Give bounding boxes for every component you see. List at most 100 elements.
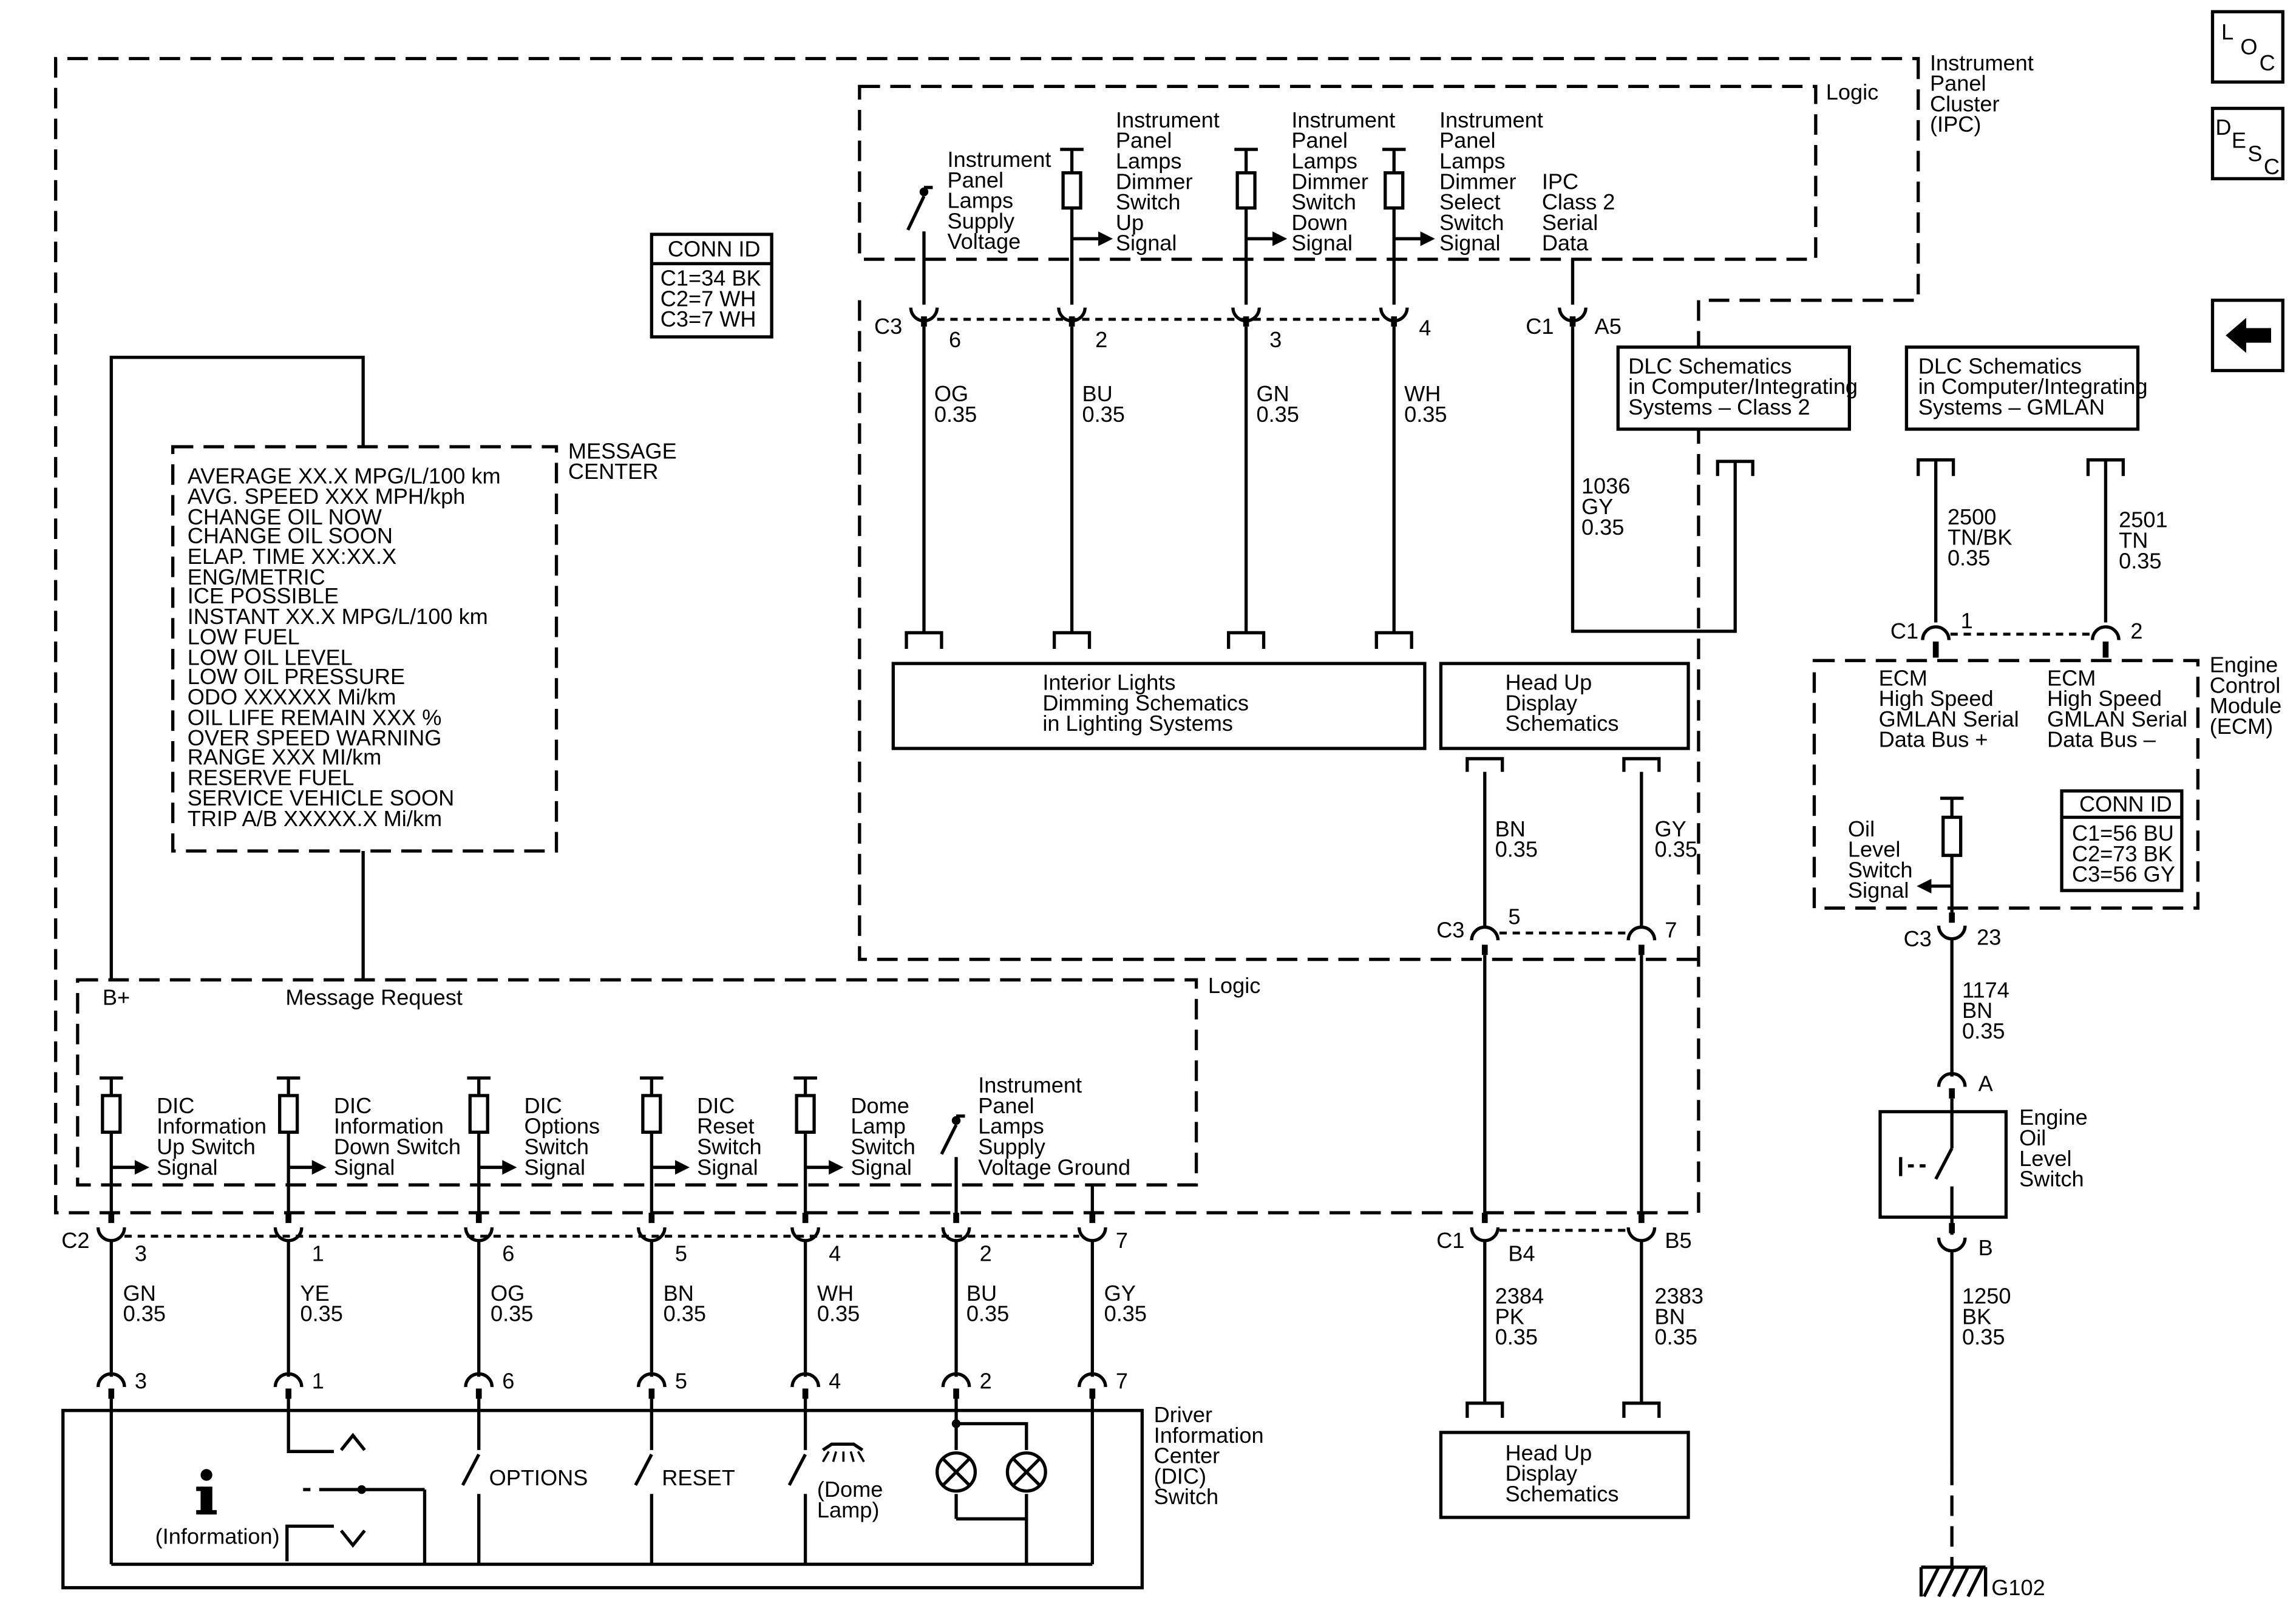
ipc-boundary [54, 56, 1920, 1215]
svg-text:(IPC): (IPC) [1930, 112, 1981, 137]
loc-button[interactable]: L O C [2210, 10, 2284, 84]
dimmer-up-resistor [1060, 147, 1113, 305]
message-center-title: MESSAGE CENTER [568, 438, 677, 484]
svg-text:Module: Module [2210, 693, 2282, 718]
svg-text:Voltage: Voltage [978, 1154, 1051, 1179]
svg-text:Lamps: Lamps [1439, 148, 1506, 173]
svg-text:ELAP. TIME XX:XX.X: ELAP. TIME XX:XX.X [188, 544, 396, 569]
svg-text:OG: OG [934, 381, 968, 406]
svg-text:PK: PK [1495, 1304, 1524, 1329]
svg-text:0.35: 0.35 [817, 1301, 860, 1326]
wire-2383-bn: 2383 BN 0.35 [1640, 1240, 1703, 1403]
svg-text:Information: Information [157, 1114, 267, 1139]
svg-text:0.35: 0.35 [1655, 1324, 1697, 1349]
ipc-upper-region [858, 300, 1699, 961]
svg-text:4: 4 [829, 1241, 841, 1266]
svg-text:3: 3 [1269, 327, 1282, 352]
svg-text:2: 2 [1095, 327, 1107, 352]
ecm-c3-label: C3 [1904, 926, 1932, 951]
lamp-bulb-icon [1005, 1451, 1047, 1493]
svg-text:in Lighting Systems: in Lighting Systems [1042, 711, 1233, 736]
svg-text:(DIC): (DIC) [1154, 1463, 1206, 1488]
svg-text:C3=56 GY: C3=56 GY [2072, 862, 2175, 887]
wire-gn-dimming: GN 0.35 [1244, 327, 1299, 633]
svg-text:Dimmer: Dimmer [1439, 169, 1517, 194]
dic-info-up-signal-label: DIC Information Up Switch Signal [157, 1093, 267, 1179]
dlc-gmlan-block[interactable]: DLC Schematics in Computer/Integrating S… [1904, 345, 2148, 431]
svg-text:Lamps: Lamps [1116, 148, 1182, 173]
svg-text:GMLAN Serial: GMLAN Serial [1879, 707, 2019, 731]
svg-text:DIC: DIC [697, 1093, 735, 1118]
lower-supply-voltage-label: Instrument Panel Lamps Supply Voltage [978, 1073, 1082, 1179]
c2-pins: 3 1 6 5 4 2 7 [96, 1213, 1128, 1266]
svg-text:3: 3 [135, 1369, 147, 1394]
svg-text:WH: WH [817, 1281, 854, 1306]
svg-text:OIL LIFE REMAIN XXX %: OIL LIFE REMAIN XXX % [188, 705, 442, 730]
svg-text:AVERAGE XX.X MPG/L/100 km: AVERAGE XX.X MPG/L/100 km [188, 463, 501, 488]
dome-lamp-signal-label: Dome Lamp Switch Signal [851, 1093, 915, 1179]
hud-schematics-block[interactable]: Head Up Display Schematics [1439, 662, 1690, 750]
wire-wh-dimming: WH 0.35 [1392, 327, 1447, 633]
dimmer-select-resistor [1382, 147, 1435, 305]
svg-text:Signal: Signal [1848, 878, 1909, 903]
dic-info-up-resistor [100, 1076, 150, 1213]
supply-voltage-switch [906, 186, 933, 305]
svg-text:0.35: 0.35 [1495, 837, 1538, 862]
svg-text:Dimming Schematics: Dimming Schematics [1042, 690, 1249, 715]
dic-logic-label: Logic [1208, 973, 1260, 998]
svg-text:1036: 1036 [1581, 473, 1630, 498]
svg-text:Head Up: Head Up [1506, 1440, 1592, 1465]
dic-options-signal-label: DIC Options Switch Signal [524, 1093, 600, 1179]
svg-text:Lamp): Lamp) [817, 1497, 880, 1522]
svg-text:Switch: Switch [2019, 1167, 2084, 1192]
connector-c3-label: C3 [874, 314, 902, 339]
svg-text:2: 2 [2130, 619, 2142, 643]
ipc-logic-box [858, 84, 1818, 261]
dic-info-down-resistor [276, 1076, 327, 1213]
svg-text:Options: Options [524, 1114, 600, 1139]
svg-text:TN: TN [2119, 527, 2148, 552]
dlc-class2-block[interactable]: DLC Schematics in Computer/Integrating S… [1616, 345, 1858, 431]
ground-label: Ground [1057, 1154, 1130, 1179]
svg-text:Systems – Class 2: Systems – Class 2 [1628, 395, 1810, 419]
svg-text:RESERVE FUEL: RESERVE FUEL [188, 765, 355, 790]
svg-text:Switch: Switch [1439, 210, 1504, 235]
svg-text:Switch: Switch [1116, 189, 1181, 214]
svg-text:0.35: 0.35 [491, 1301, 533, 1326]
ipc-logic-label: Logic [1826, 80, 1878, 104]
information-label: (Information) [155, 1524, 280, 1548]
hud-schematics-block-lower[interactable]: Head Up Display Schematics [1439, 1431, 1690, 1519]
svg-text:2: 2 [980, 1369, 992, 1394]
interior-lights-block[interactable]: Interior Lights Dimming Schematics in Li… [891, 662, 1427, 750]
svg-text:1: 1 [1961, 608, 1973, 633]
svg-text:5: 5 [675, 1241, 687, 1266]
svg-text:0.35: 0.35 [1104, 1301, 1147, 1326]
svg-text:23: 23 [1977, 924, 2001, 949]
svg-text:ECM: ECM [2047, 665, 2096, 690]
svg-text:Instrument: Instrument [948, 147, 1051, 172]
svg-text:WH: WH [1404, 381, 1441, 406]
svg-text:0.35: 0.35 [300, 1301, 342, 1326]
svg-text:Level: Level [1848, 837, 1900, 862]
svg-text:Down Switch: Down Switch [334, 1134, 461, 1159]
dic-reset-signal-label: DIC Reset Switch Signal [697, 1093, 762, 1179]
ipc-conn-id-table: CONN ID C1=34 BK C2=7 WH C3=7 WH [650, 232, 773, 339]
svg-text:C1=56 BU: C1=56 BU [2072, 821, 2174, 846]
c1-pin-b4: B4 [1470, 1213, 1535, 1266]
svg-text:DLC Schematics: DLC Schematics [1918, 353, 2082, 378]
down-chevron-icon [339, 1529, 366, 1548]
back-button[interactable] [2210, 299, 2284, 373]
svg-text:Engine: Engine [2019, 1105, 2088, 1130]
dic-reset-resistor [640, 1076, 690, 1213]
dic-switch-title: Driver Information Center (DIC) Switch [1154, 1402, 1264, 1509]
wire-bn-hud: BN 0.35 [1483, 771, 1538, 929]
svg-text:DIC: DIC [334, 1093, 372, 1118]
wire-1174-bn: 1174 BN 0.35 [1950, 937, 2009, 1077]
svg-text:GN: GN [1256, 381, 1289, 406]
svg-text:TN/BK: TN/BK [1948, 525, 2012, 550]
dome-lamp-icon [821, 1442, 865, 1463]
svg-text:YE: YE [300, 1281, 329, 1306]
svg-text:0.35: 0.35 [1495, 1324, 1538, 1349]
svg-text:Up: Up [1116, 210, 1144, 235]
desc-button[interactable]: D E S C [2210, 106, 2284, 181]
